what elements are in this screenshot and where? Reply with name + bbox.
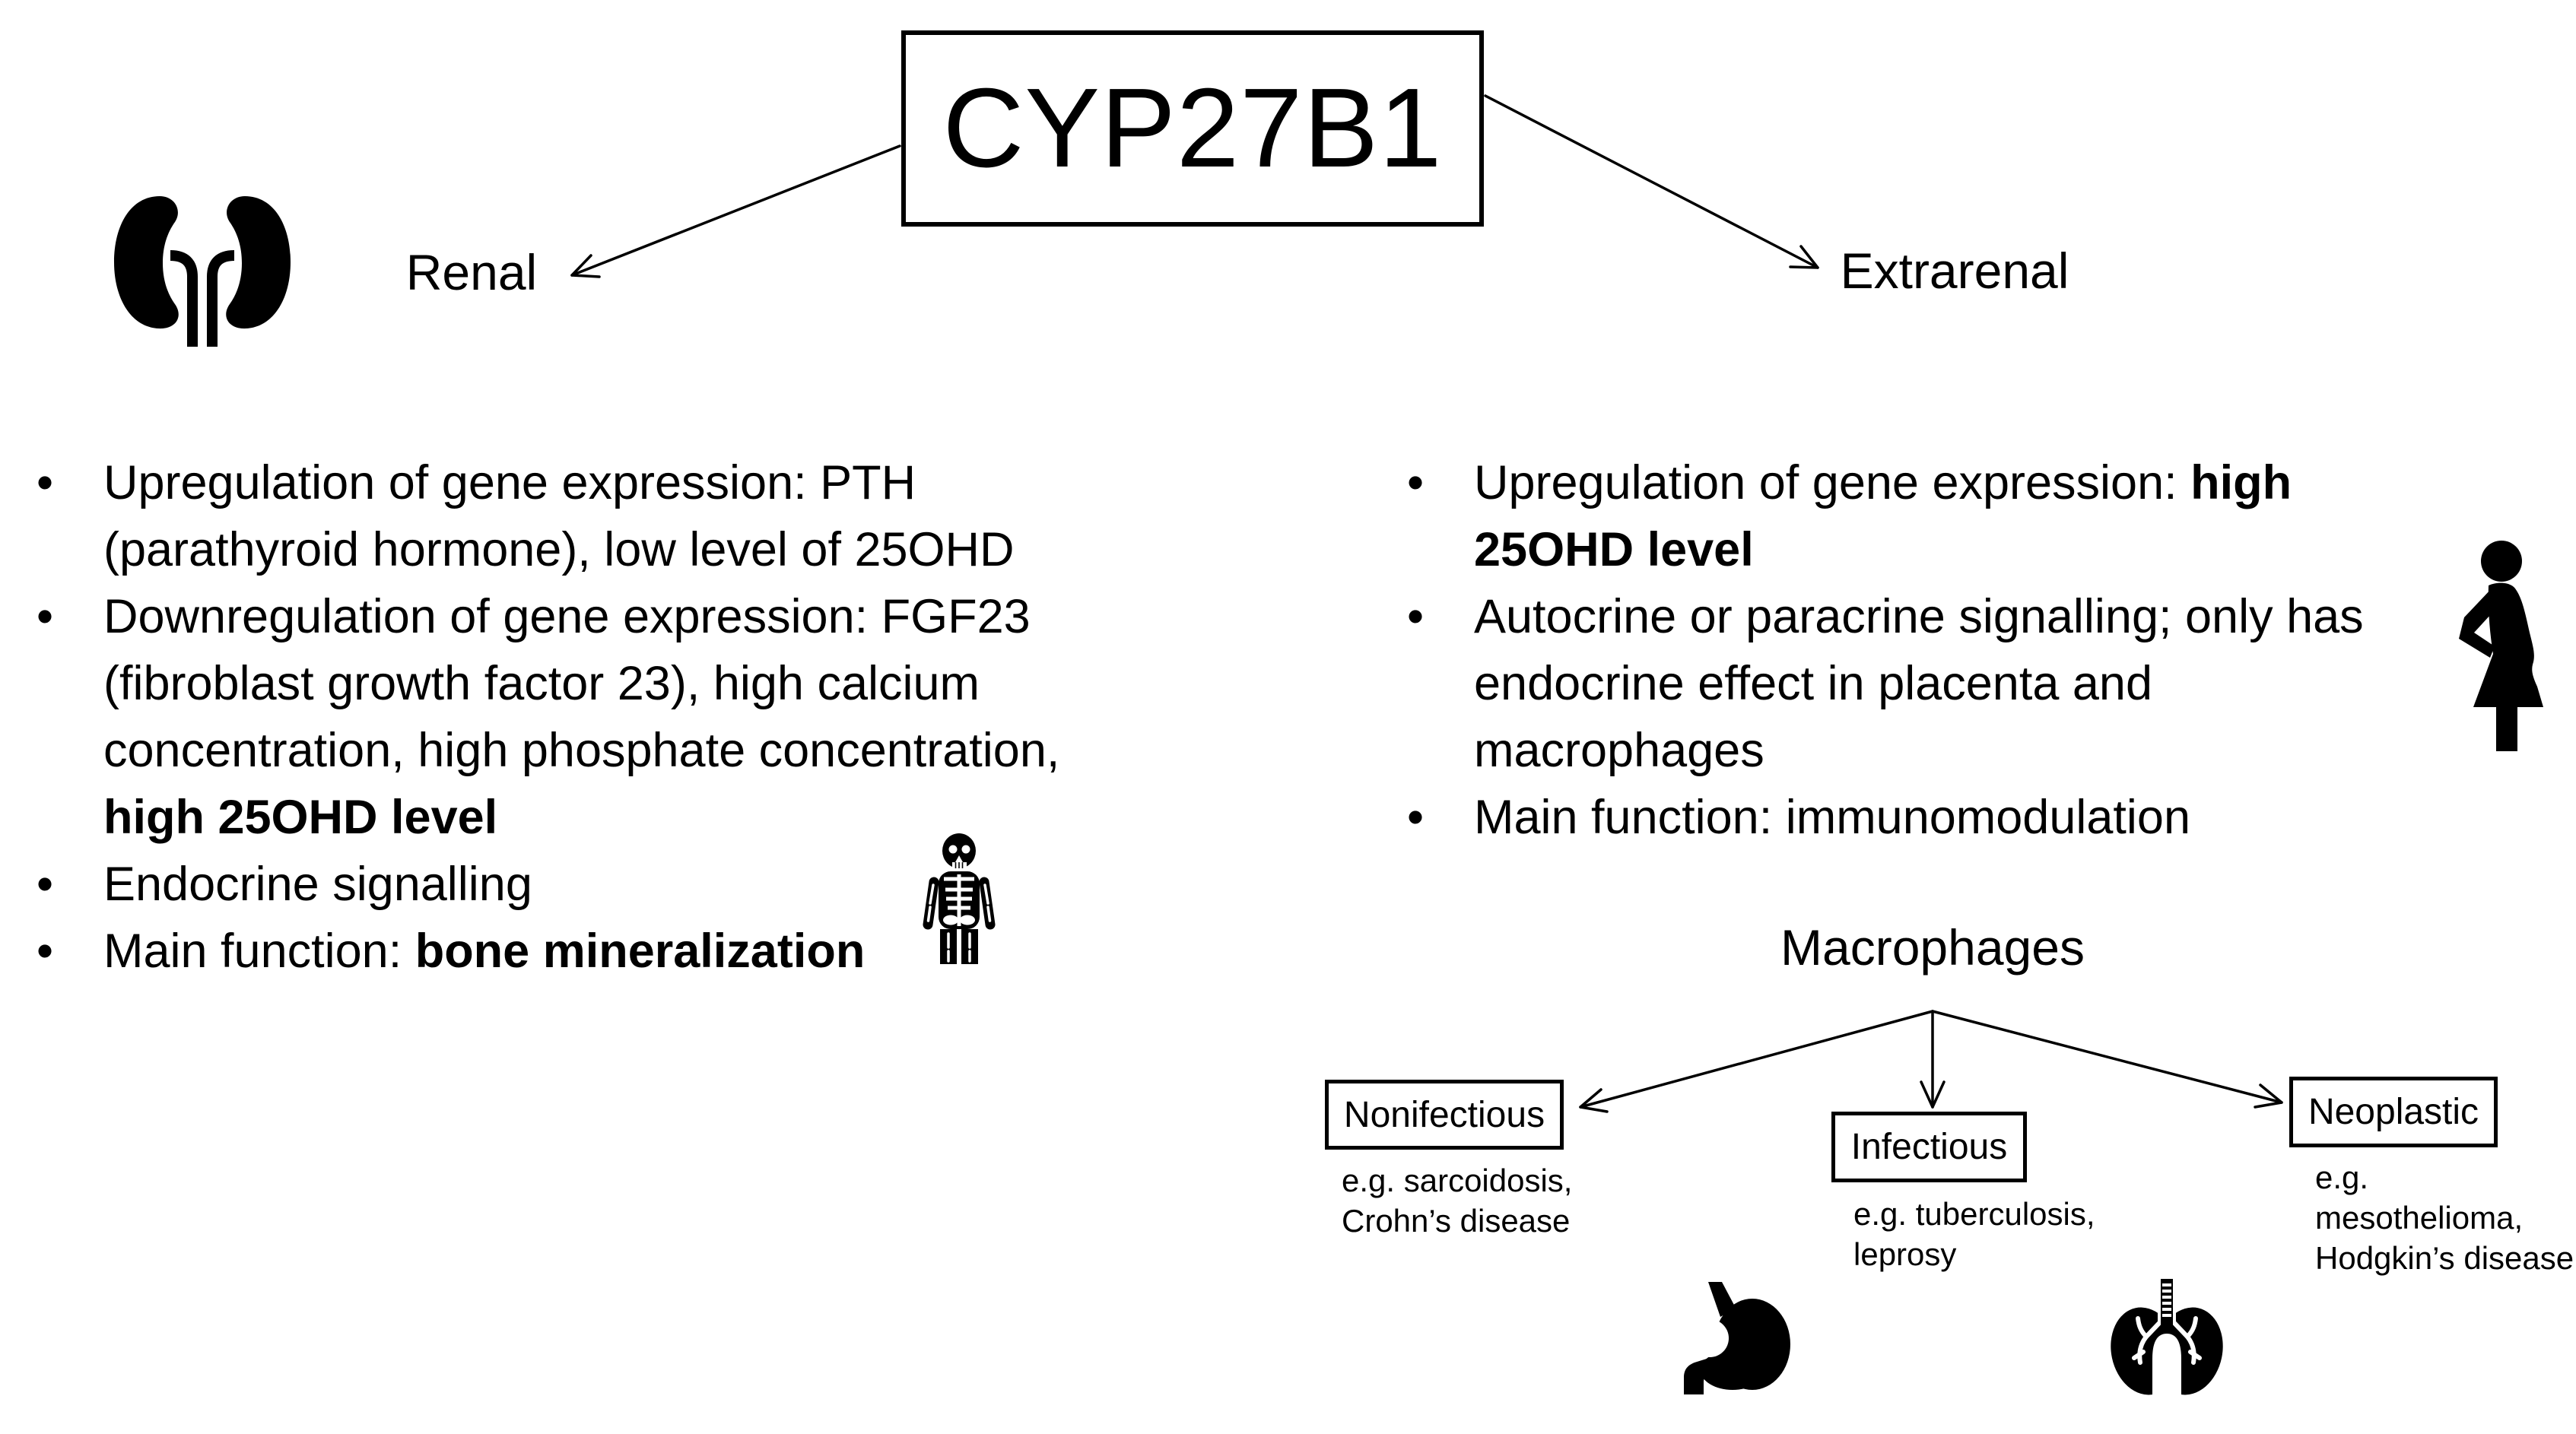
arrow-to-nonifectious xyxy=(1579,1010,1934,1109)
arrow-to-neoplastic xyxy=(1931,1010,2283,1104)
bullet-item: Main function: bone mineralization xyxy=(35,918,1221,985)
arrow-to-neoplastic-head xyxy=(2254,1083,2283,1109)
category-box-neoplastic: Neoplastic xyxy=(2289,1077,2498,1147)
arrow-to-nonifectious-head xyxy=(1579,1088,1609,1113)
bullet-item: Upregulation of gene expression: PTH (par… xyxy=(35,449,1221,583)
arrow-to-extrarenal-head xyxy=(1789,245,1819,269)
extrarenal-bullet-list: Upregulation of gene expression: high 25O… xyxy=(1406,449,2546,851)
bullet-line: Upregulation of gene expression: high xyxy=(1474,456,2292,509)
category-label: Infectious xyxy=(1850,1127,2008,1167)
branch-label-extrarenal: Extrarenal xyxy=(1840,243,2069,299)
bullet-line: Upregulation of gene expression: PTH xyxy=(103,456,916,509)
bullet-item: Endocrine signalling xyxy=(35,851,1221,918)
bullet-line: Main function: bone mineralization xyxy=(103,925,866,978)
page-title: CYP27B1 xyxy=(942,65,1443,191)
category-label: Nonifectious xyxy=(1343,1094,1545,1135)
title-box: CYP27B1 xyxy=(901,30,1484,227)
lungs-icon xyxy=(2111,1279,2223,1397)
category-label: Neoplastic xyxy=(2308,1092,2479,1132)
category-examples-infectious: e.g. tuberculosis, leprosy xyxy=(1853,1196,2095,1272)
macrophages-heading: Macrophages xyxy=(1780,919,2085,976)
bullet-line: concentration, high phosphate concentrat… xyxy=(103,724,1060,777)
category-examples-nonifectious: e.g. sarcoidosis, Crohn’s disease xyxy=(1342,1163,1573,1239)
category-box-infectious: Infectious xyxy=(1831,1112,2027,1182)
bullet-line: high 25OHD level xyxy=(103,791,498,844)
bullet-line: (fibroblast growth factor 23), high calc… xyxy=(103,657,980,710)
branch-label-renal: Renal xyxy=(405,244,538,300)
bullet-item: Upregulation of gene expression: high 25O… xyxy=(1406,449,2546,583)
category-box-nonifectious: Nonifectious xyxy=(1325,1080,1564,1150)
renal-bullet-list: Upregulation of gene expression: PTH (par… xyxy=(35,449,1221,985)
bullet-item: Main function: immunomodulation xyxy=(1406,784,2546,851)
bullet-line: 25OHD level xyxy=(1474,523,1754,576)
bullet-item: Autocrine or paracrine signalling; only … xyxy=(1406,583,2546,784)
kidneys-icon xyxy=(114,196,291,347)
bullet-line: Downregulation of gene expression: FGF23 xyxy=(103,590,1031,643)
arrow-to-infectious-head xyxy=(1920,1080,1945,1109)
bullet-line: macrophages xyxy=(1474,724,1764,777)
bullet-item: Downregulation of gene expression: FGF23… xyxy=(35,583,1221,851)
bullet-line: (parathyroid hormone), low level of 25OH… xyxy=(103,523,1015,576)
bullet-line: Autocrine or paracrine signalling; only … xyxy=(1474,590,2364,643)
arrow-to-extrarenal xyxy=(1484,94,1819,269)
arrow-to-renal xyxy=(570,144,901,277)
bullet-line: endocrine effect in placenta and xyxy=(1474,657,2152,710)
category-examples-neoplastic: e.g. mesothelioma, Hodgkin’s disease xyxy=(2315,1160,2574,1276)
bullet-line: Main function: immunomodulation xyxy=(1474,791,2190,844)
stomach-icon xyxy=(1684,1282,1790,1394)
skeleton-icon xyxy=(923,833,996,964)
bullet-line: Endocrine signalling xyxy=(103,858,532,911)
arrow-to-renal-head xyxy=(570,254,601,278)
pregnant-woman-icon xyxy=(2459,541,2543,751)
